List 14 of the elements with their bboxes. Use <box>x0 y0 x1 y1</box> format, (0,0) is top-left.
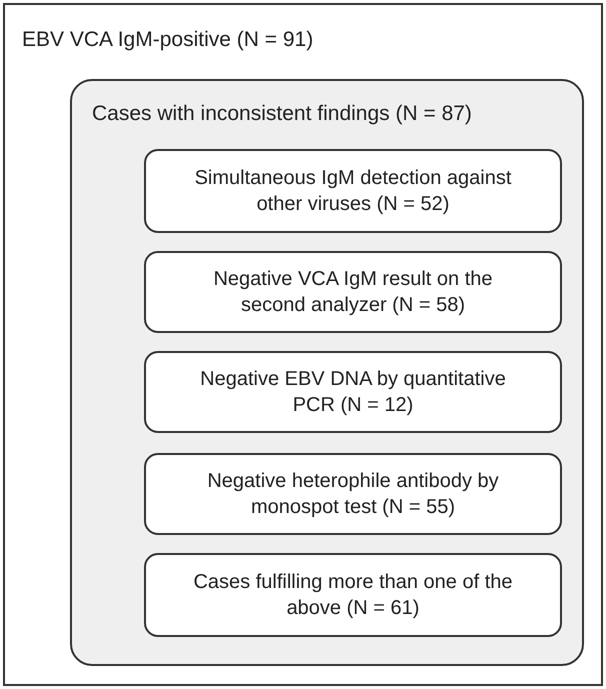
criterion-text: Negative heterophile antibody by monospot test (N = 55) <box>206 469 500 520</box>
group-heading: Cases with inconsistent findings (N = 87) <box>92 102 472 126</box>
criterion-text: Simultaneous IgM detection against other viruses (N = 52) <box>194 166 512 217</box>
group-box <box>3 3 603 686</box>
criterion-text: Negative VCA IgM result on the second analyzer (N = 58) <box>212 267 494 318</box>
criterion-box <box>144 553 562 637</box>
group-box <box>70 79 584 666</box>
criterion-text: Negative EBV DNA by quantitative PCR (N = 12) <box>199 367 507 418</box>
criterion-text: Cases fulfilling more than one of the above (N = 61) <box>192 570 514 621</box>
criterion-box <box>144 149 562 233</box>
criterion-box <box>144 453 562 535</box>
criterion-box <box>144 351 562 433</box>
group-heading: EBV VCA IgM-positive (N = 91) <box>22 28 314 52</box>
criterion-box <box>144 251 562 333</box>
